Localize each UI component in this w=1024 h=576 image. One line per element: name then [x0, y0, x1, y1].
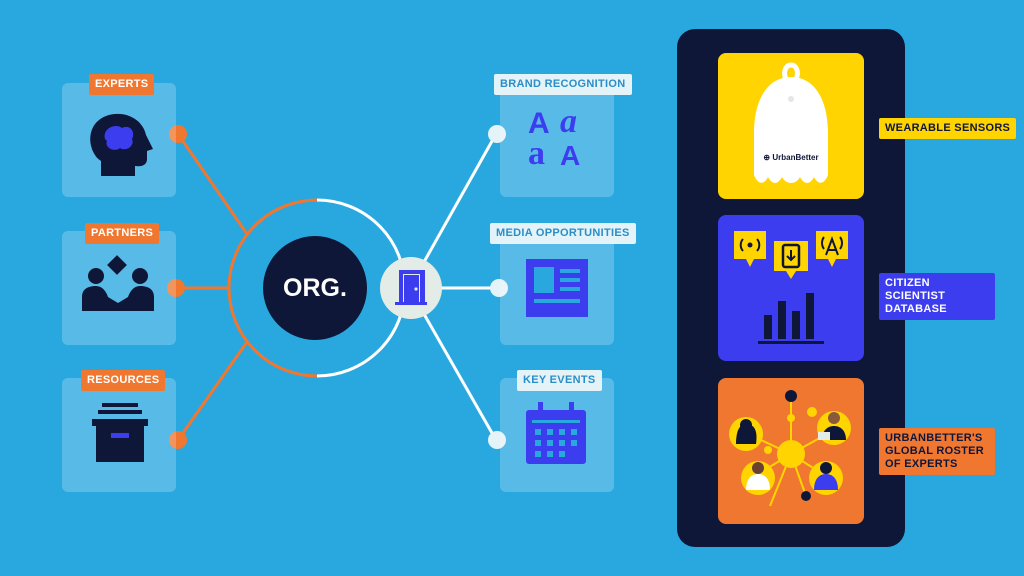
node-dot-events [488, 431, 506, 449]
node-dot-media [490, 279, 508, 297]
typography-icon: A a a A [528, 103, 581, 172]
experts-card [62, 83, 176, 197]
calendar-icon [526, 402, 586, 464]
tag-wearable-sensors: WEARABLE SENSORS [879, 118, 1017, 139]
tag-global-roster-of-experts: URBANBETTER'S GLOBAL ROSTER OF EXPERTS [879, 428, 995, 475]
tag-citizen-scientist-database: CITIZEN SCIENTIST DATABASE [879, 273, 995, 320]
resources-card [62, 378, 176, 492]
connector-events [422, 313, 498, 441]
tag-resources: RESOURCES [81, 370, 166, 391]
org-circle [263, 236, 367, 340]
tag-experts: EXPERTS [89, 74, 155, 95]
tag-brand-recognition: BRAND RECOGNITION [494, 74, 632, 95]
org-label: ORG. [283, 274, 347, 302]
tag-partners: PARTNERS [85, 223, 160, 244]
key-events-card [500, 378, 614, 492]
database-chart-icon [734, 231, 848, 344]
wearable-sensor-icon [754, 62, 828, 183]
wearable-sensors-tile: ⊕ UrbanBetter [718, 53, 864, 199]
expert-network-icon [729, 390, 851, 507]
tag-key-events: KEY EVENTS [517, 370, 602, 391]
tag-media-opportunities: MEDIA OPPORTUNITIES [490, 223, 636, 244]
brand-recognition-card: A a a A [500, 83, 614, 197]
citizen-database-tile [718, 215, 864, 361]
door-icon [395, 270, 427, 305]
experts-roster-tile [718, 378, 864, 524]
connector-experts [176, 133, 249, 235]
archive-box-icon [92, 403, 148, 462]
urbanbetter-logo-text: ⊕ UrbanBetter [763, 153, 819, 162]
connector-brand [422, 133, 498, 263]
partners-handshake-icon [82, 255, 154, 311]
node-dot-experts [169, 125, 187, 143]
head-brain-icon [90, 113, 153, 176]
connector-resources [176, 341, 249, 441]
node-dot-partners [167, 279, 185, 297]
media-opportunities-card [500, 231, 614, 345]
node-dot-resources [169, 431, 187, 449]
node-dot-brand [488, 125, 506, 143]
newspaper-icon [526, 259, 588, 317]
partners-card [62, 231, 176, 345]
